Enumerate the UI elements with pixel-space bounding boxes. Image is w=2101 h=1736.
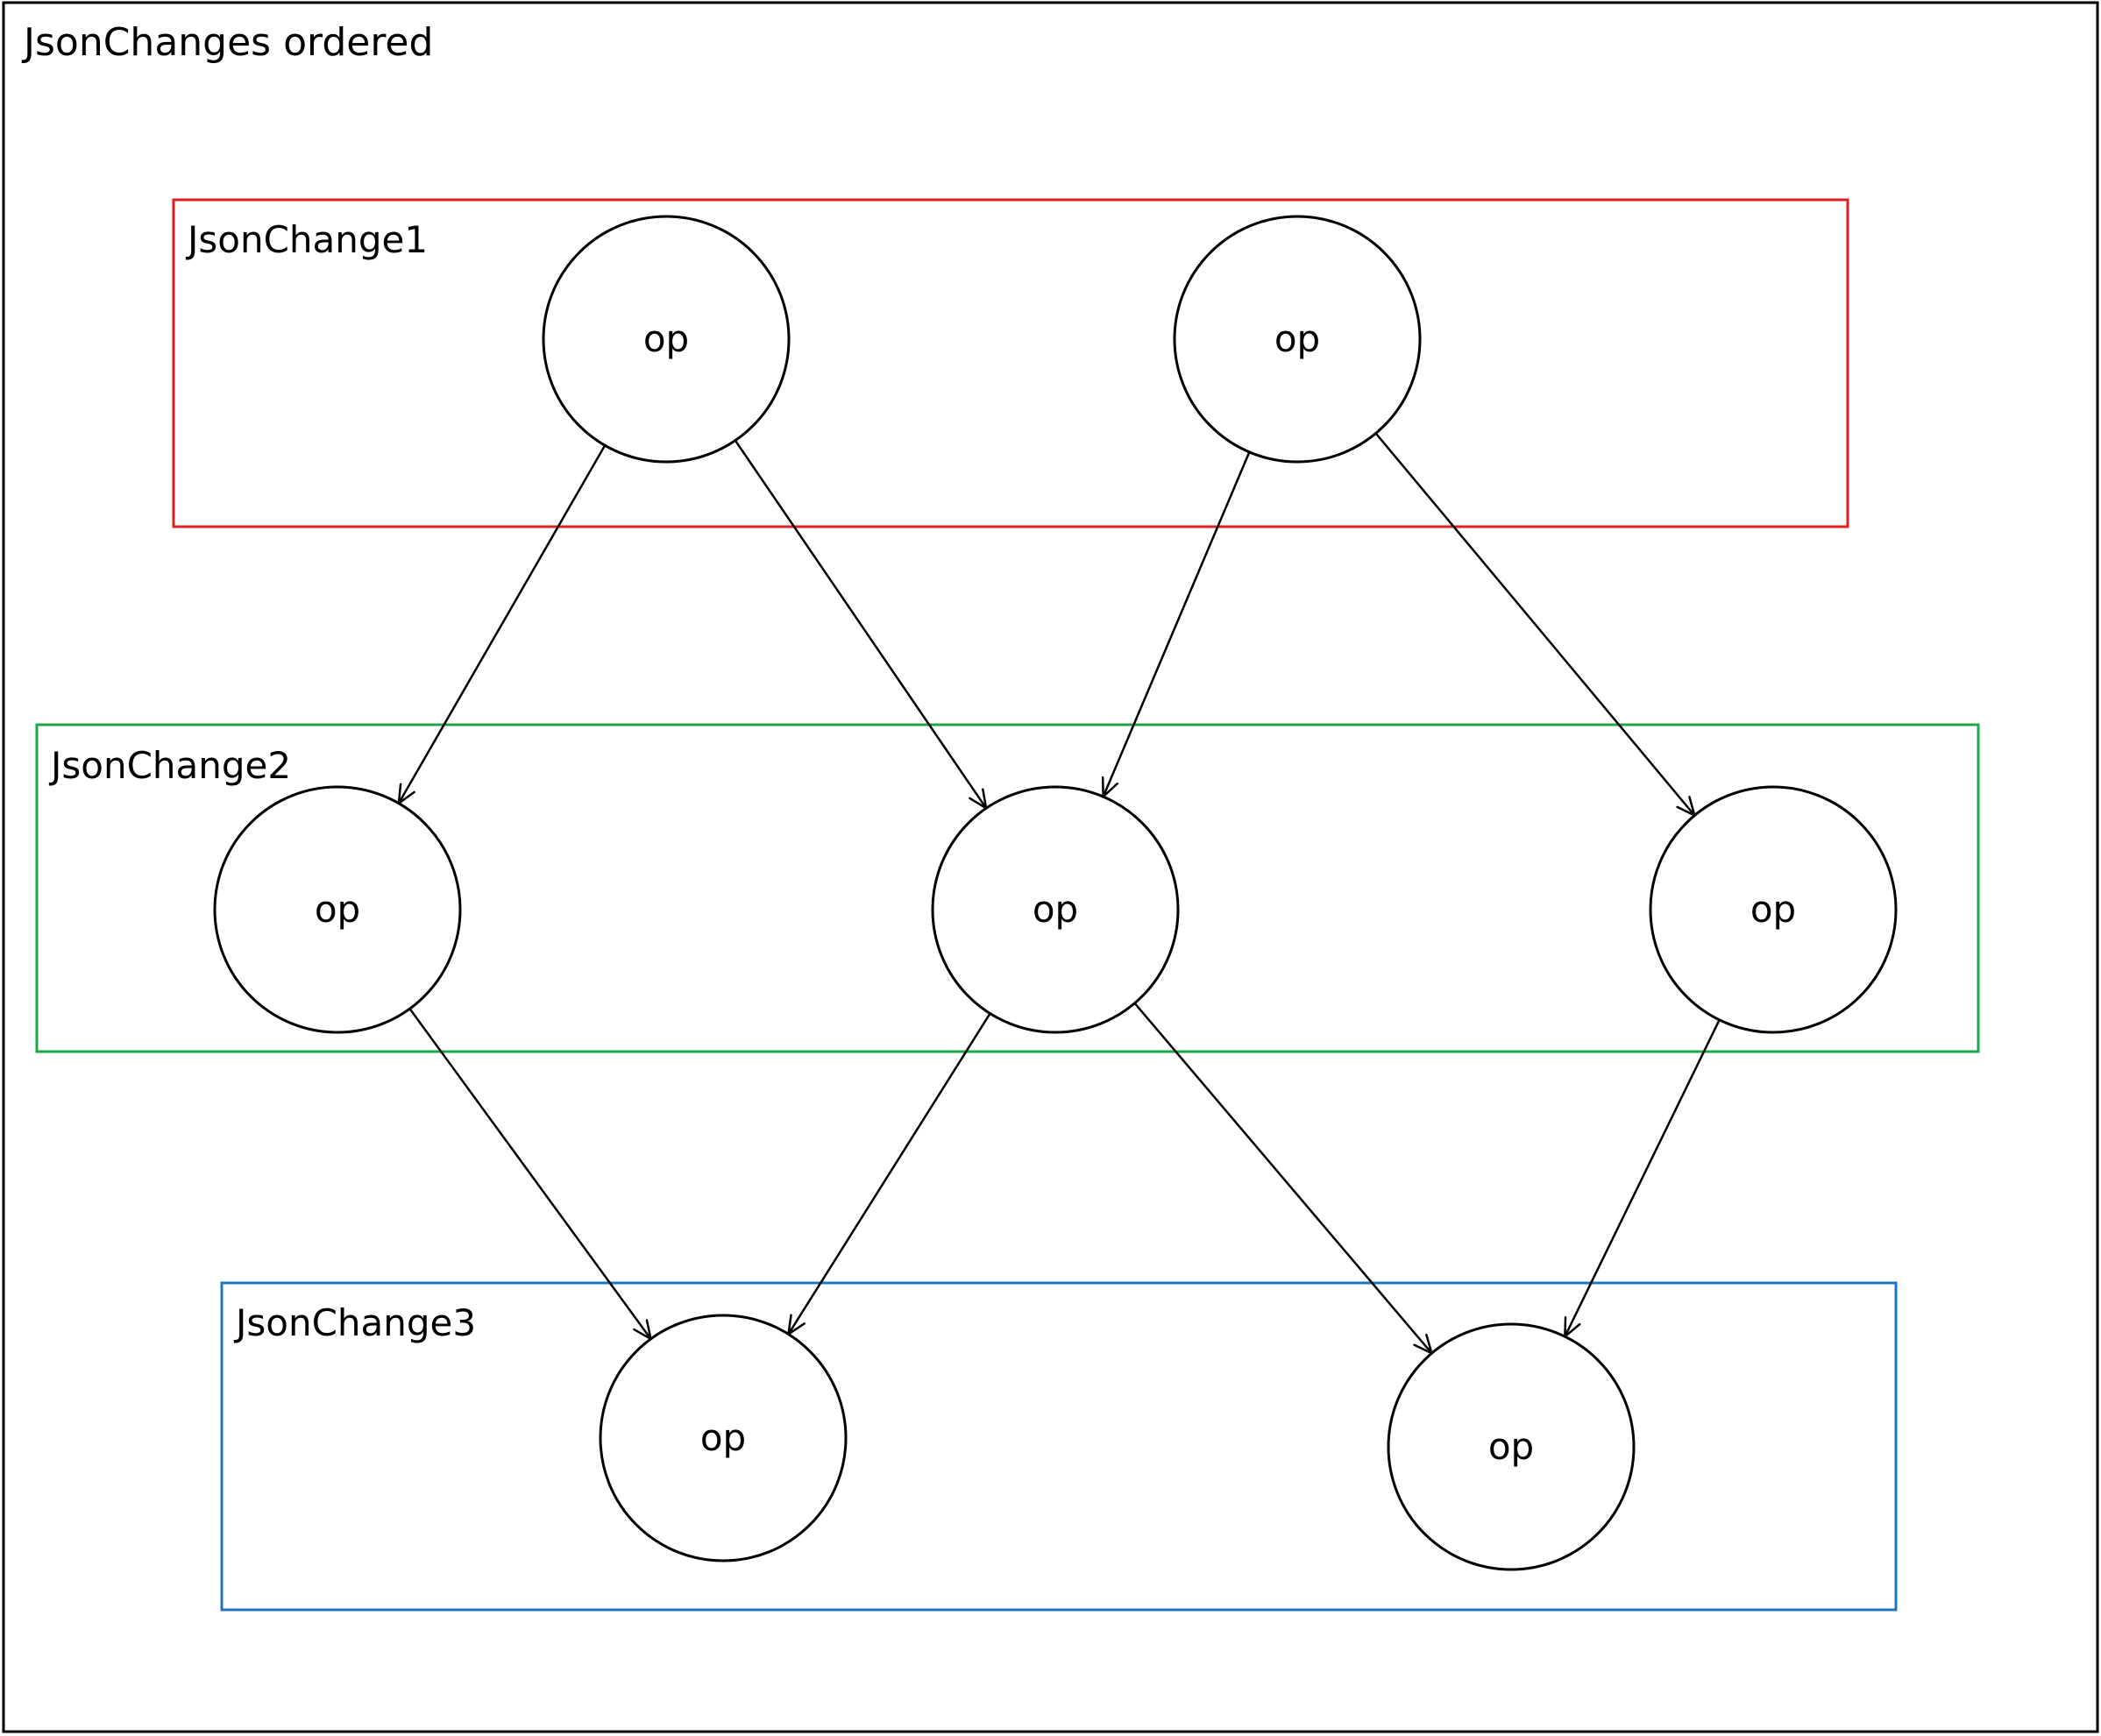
- node-circle: [931, 785, 1180, 1034]
- node-n1b: op: [1173, 215, 1422, 464]
- edges-layer: [397, 432, 1721, 1355]
- node-circle: [1173, 215, 1422, 464]
- node-label: op: [1488, 1425, 1534, 1468]
- node-label: op: [1033, 888, 1078, 931]
- node-label: op: [700, 1416, 746, 1459]
- node-n2b: op: [931, 785, 1180, 1034]
- group-box-g3: [220, 1281, 1898, 1612]
- edge-n1b-n2b: [1101, 451, 1251, 798]
- edge-line: [1374, 432, 1696, 817]
- node-circle: [213, 785, 462, 1034]
- edge-line: [1133, 1002, 1433, 1355]
- diagram-title: JsonChanges ordered: [21, 20, 433, 65]
- edge-line: [1102, 451, 1251, 797]
- edge-n1a-n2a: [397, 444, 607, 804]
- group-label-g1: JsonChange1: [185, 218, 428, 261]
- node-label: op: [1750, 888, 1796, 931]
- edge-n1b-n2c: [1374, 432, 1696, 817]
- node-n2a: op: [213, 785, 462, 1034]
- node-circle: [1649, 785, 1898, 1034]
- node-label: op: [643, 317, 689, 360]
- node-circle: [1387, 1322, 1636, 1571]
- edge-line: [1564, 1019, 1721, 1337]
- nodes-layer: op op op op op op op: [213, 215, 1898, 1571]
- arrowhead: [397, 783, 415, 804]
- node-circle: [599, 1314, 848, 1562]
- group-label-g3: JsonChange3: [233, 1301, 476, 1344]
- edge-line: [408, 1008, 652, 1340]
- edge-n2b-n3a: [787, 1012, 991, 1336]
- node-label: op: [1274, 317, 1320, 360]
- node-n1a: op: [542, 215, 791, 464]
- edge-line: [734, 439, 988, 810]
- edge-line: [787, 1012, 991, 1336]
- node-n2c: op: [1649, 785, 1898, 1034]
- group-box-g2: [35, 723, 1980, 1053]
- arrowhead: [787, 1314, 806, 1336]
- group-label-g2: JsonChange2: [48, 744, 291, 787]
- edge-n2a-n3a: [408, 1008, 652, 1341]
- group-box-g1: [172, 198, 1849, 528]
- edge-n2b-n3b: [1133, 1002, 1433, 1355]
- node-n3b: op: [1387, 1322, 1636, 1571]
- edge-n2c-n3b: [1564, 1019, 1721, 1338]
- node-circle: [542, 215, 791, 464]
- node-label: op: [315, 888, 360, 931]
- edge-n1a-n2b: [734, 439, 988, 810]
- node-n3a: op: [599, 1314, 848, 1562]
- edge-line: [397, 444, 607, 804]
